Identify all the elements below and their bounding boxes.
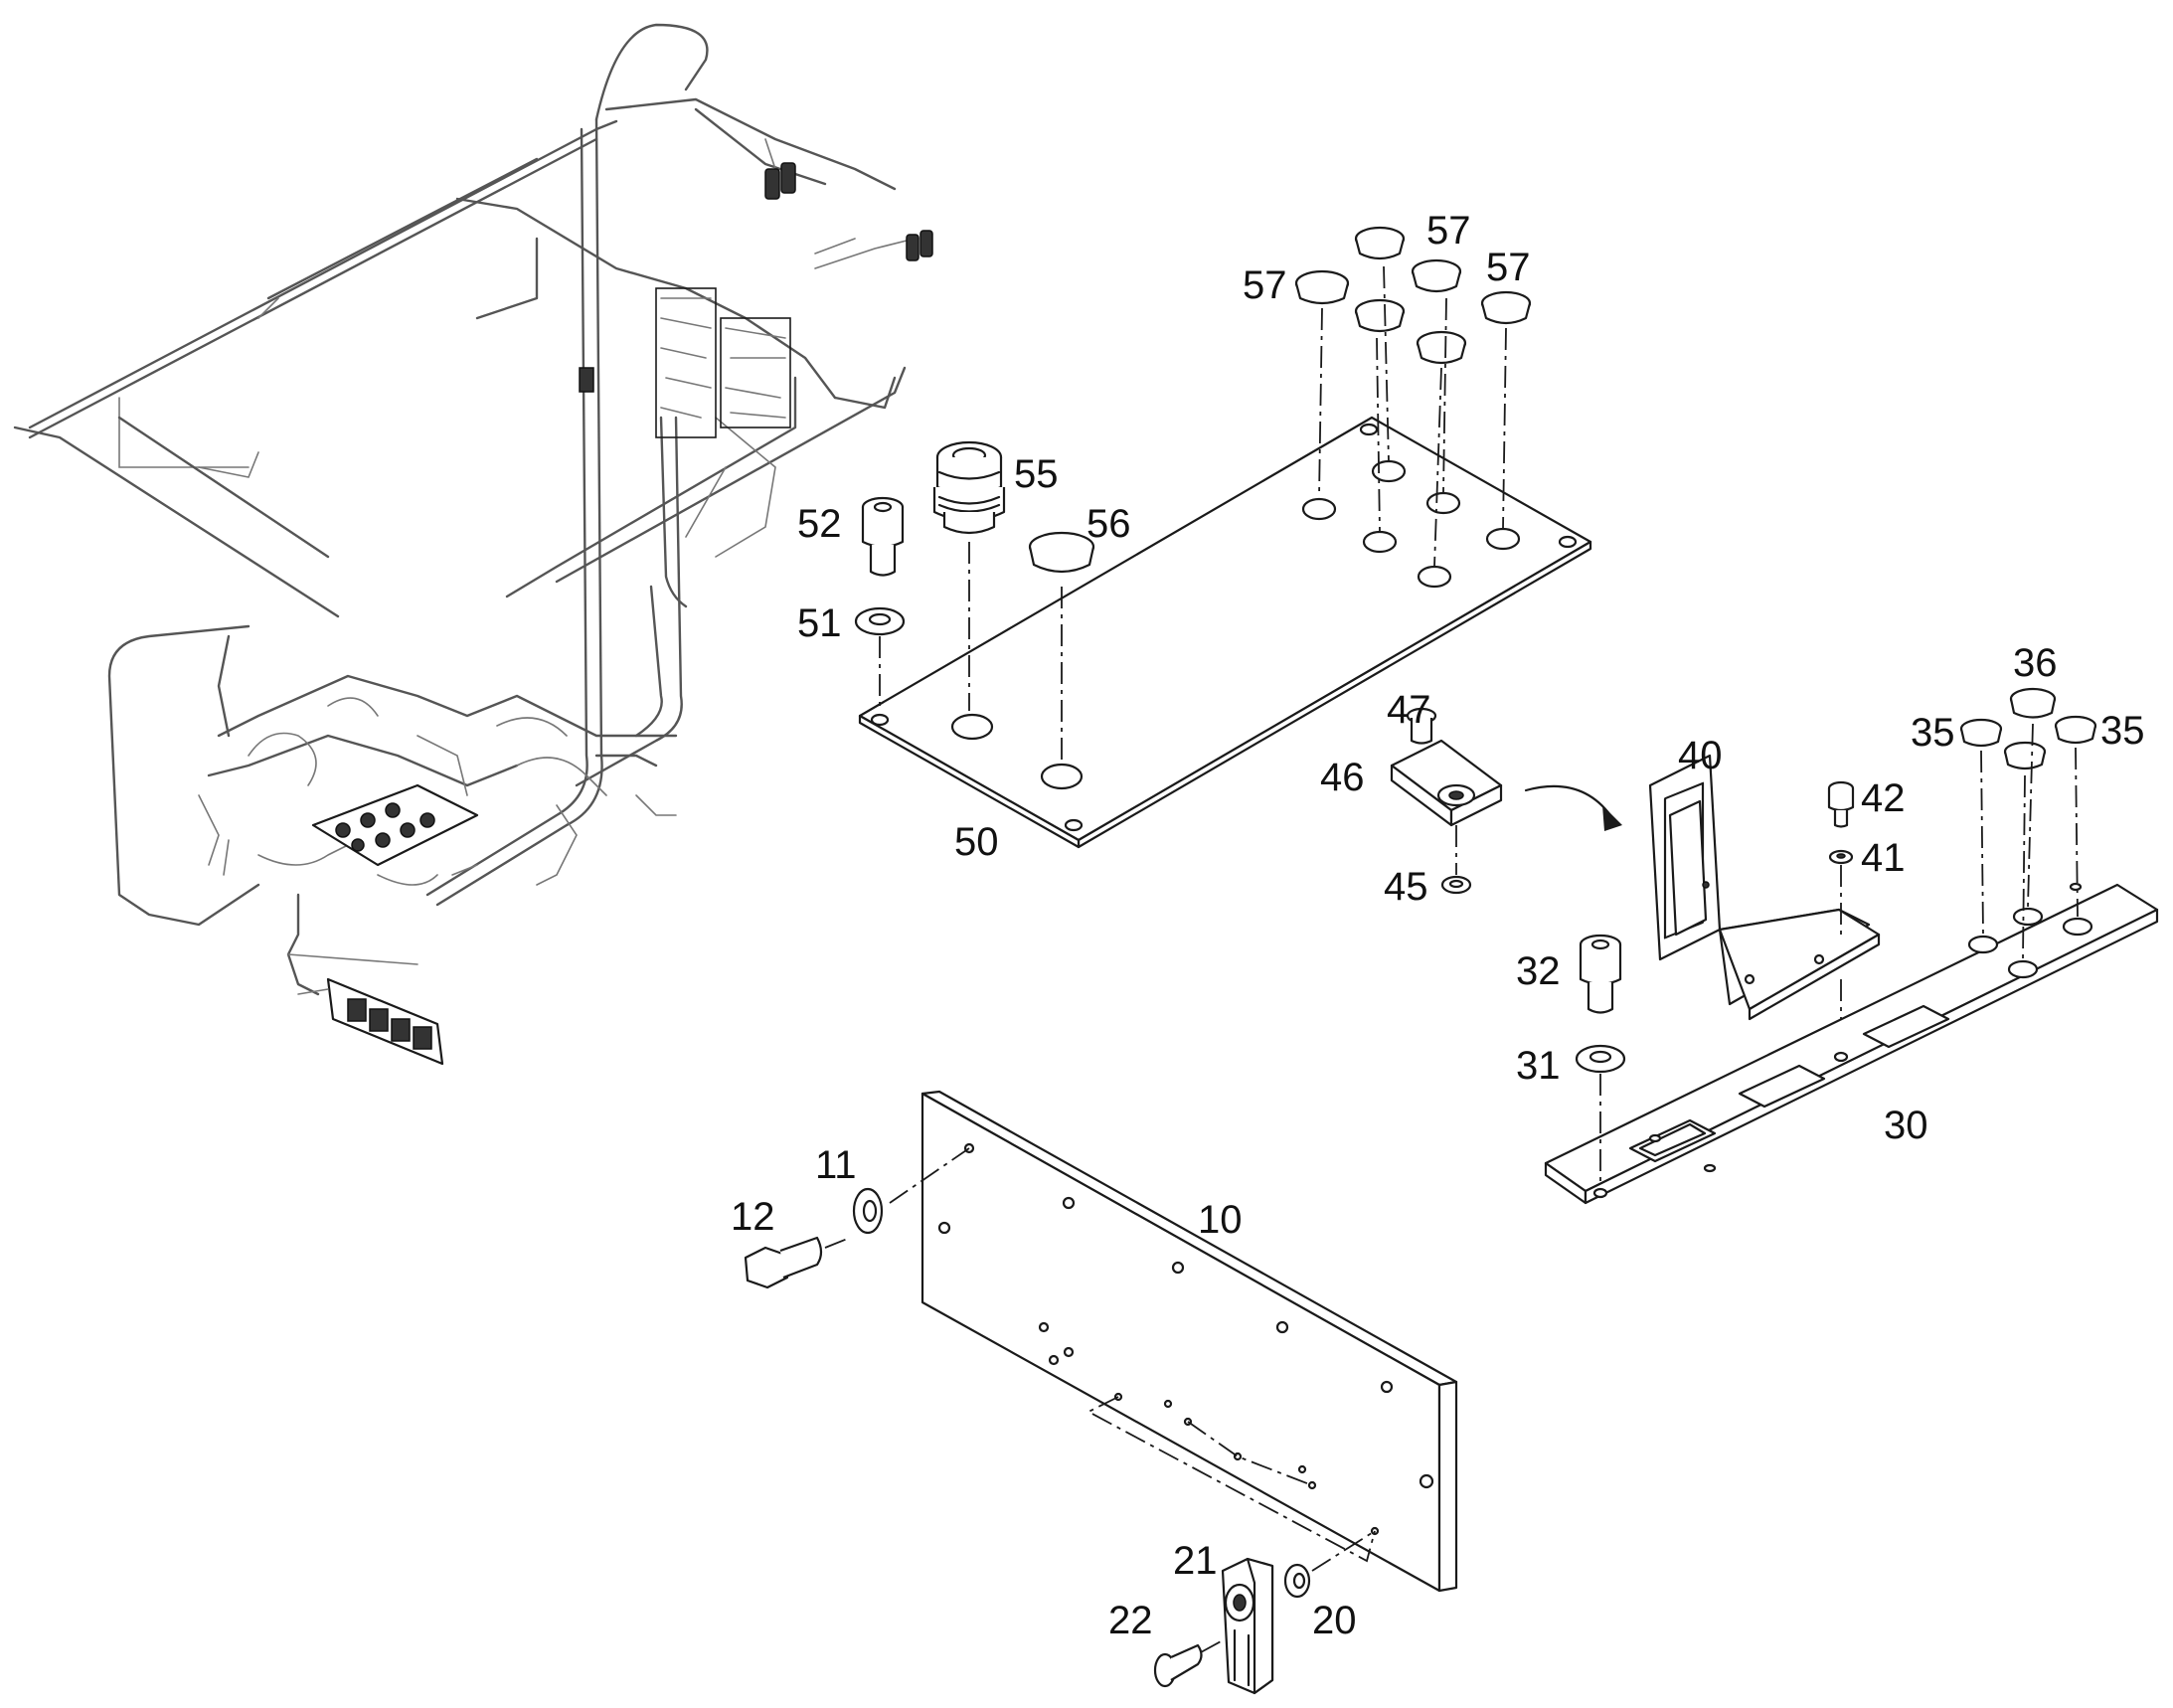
cable-gland-55 xyxy=(932,440,1006,535)
washer-41 xyxy=(1828,849,1854,865)
washer-20 xyxy=(1283,1563,1311,1599)
plug-57-group xyxy=(1294,226,1532,568)
label-20: 20 xyxy=(1312,1599,1357,1642)
label-31: 31 xyxy=(1516,1044,1561,1088)
plug-57-e xyxy=(1416,330,1467,365)
plug-35-a xyxy=(1959,718,2003,748)
washer-31 xyxy=(1575,1044,1626,1074)
label-47: 47 xyxy=(1387,688,1431,732)
bolt-12 xyxy=(744,1236,823,1289)
plate-50 xyxy=(858,416,1592,849)
label-10: 10 xyxy=(1198,1198,1243,1242)
label-11: 11 xyxy=(815,1143,857,1187)
label-51: 51 xyxy=(797,601,842,645)
label-57-right: 57 xyxy=(1486,246,1531,289)
plug-35-36-group xyxy=(1959,687,2097,960)
label-35-right: 35 xyxy=(2100,709,2145,753)
screw-32 xyxy=(1579,934,1622,1014)
washer-11 xyxy=(852,1187,884,1235)
plug-35-b xyxy=(2054,715,2097,745)
plug-36 xyxy=(2009,687,2057,719)
nut-45 xyxy=(1440,875,1472,895)
screw-22 xyxy=(1153,1643,1203,1688)
label-30: 30 xyxy=(1884,1104,1928,1147)
label-57-left: 57 xyxy=(1243,263,1287,307)
plug-35-c xyxy=(2003,741,2047,770)
plug-57-f xyxy=(1480,290,1532,325)
washer-51 xyxy=(854,606,906,636)
label-12: 12 xyxy=(731,1195,775,1239)
label-57-top: 57 xyxy=(1426,209,1471,253)
plug-57-a xyxy=(1294,269,1350,305)
label-32: 32 xyxy=(1516,949,1561,993)
screw-52 xyxy=(861,496,905,577)
label-45: 45 xyxy=(1384,865,1428,909)
label-35-left: 35 xyxy=(1911,711,1955,755)
label-46: 46 xyxy=(1320,756,1365,799)
plate-30 xyxy=(1544,882,2159,1205)
bracket-40 xyxy=(1648,754,1881,1021)
label-21: 21 xyxy=(1173,1539,1218,1583)
label-36: 36 xyxy=(2013,641,2058,685)
label-55: 55 xyxy=(1014,452,1059,496)
screw-47 xyxy=(1406,707,1437,745)
label-42: 42 xyxy=(1861,776,1906,820)
label-40: 40 xyxy=(1678,734,1723,777)
label-50: 50 xyxy=(954,820,999,864)
clamp-46 xyxy=(1390,739,1503,827)
label-52: 52 xyxy=(797,502,842,546)
screw-42 xyxy=(1827,780,1855,828)
clip-21 xyxy=(1221,1557,1274,1695)
plug-57-d xyxy=(1354,298,1406,333)
plug-57-c xyxy=(1411,258,1462,293)
plug-57-b xyxy=(1354,226,1406,260)
label-56: 56 xyxy=(1086,502,1131,546)
label-41: 41 xyxy=(1861,836,1906,880)
plate-10 xyxy=(920,1090,1458,1593)
wiring-harness-overview xyxy=(13,23,933,1066)
plug-56 xyxy=(1028,531,1095,574)
callout-labels: 57 57 57 55 52 56 51 50 47 46 45 40 42 4… xyxy=(731,209,2145,1642)
label-22: 22 xyxy=(1108,1599,1153,1642)
